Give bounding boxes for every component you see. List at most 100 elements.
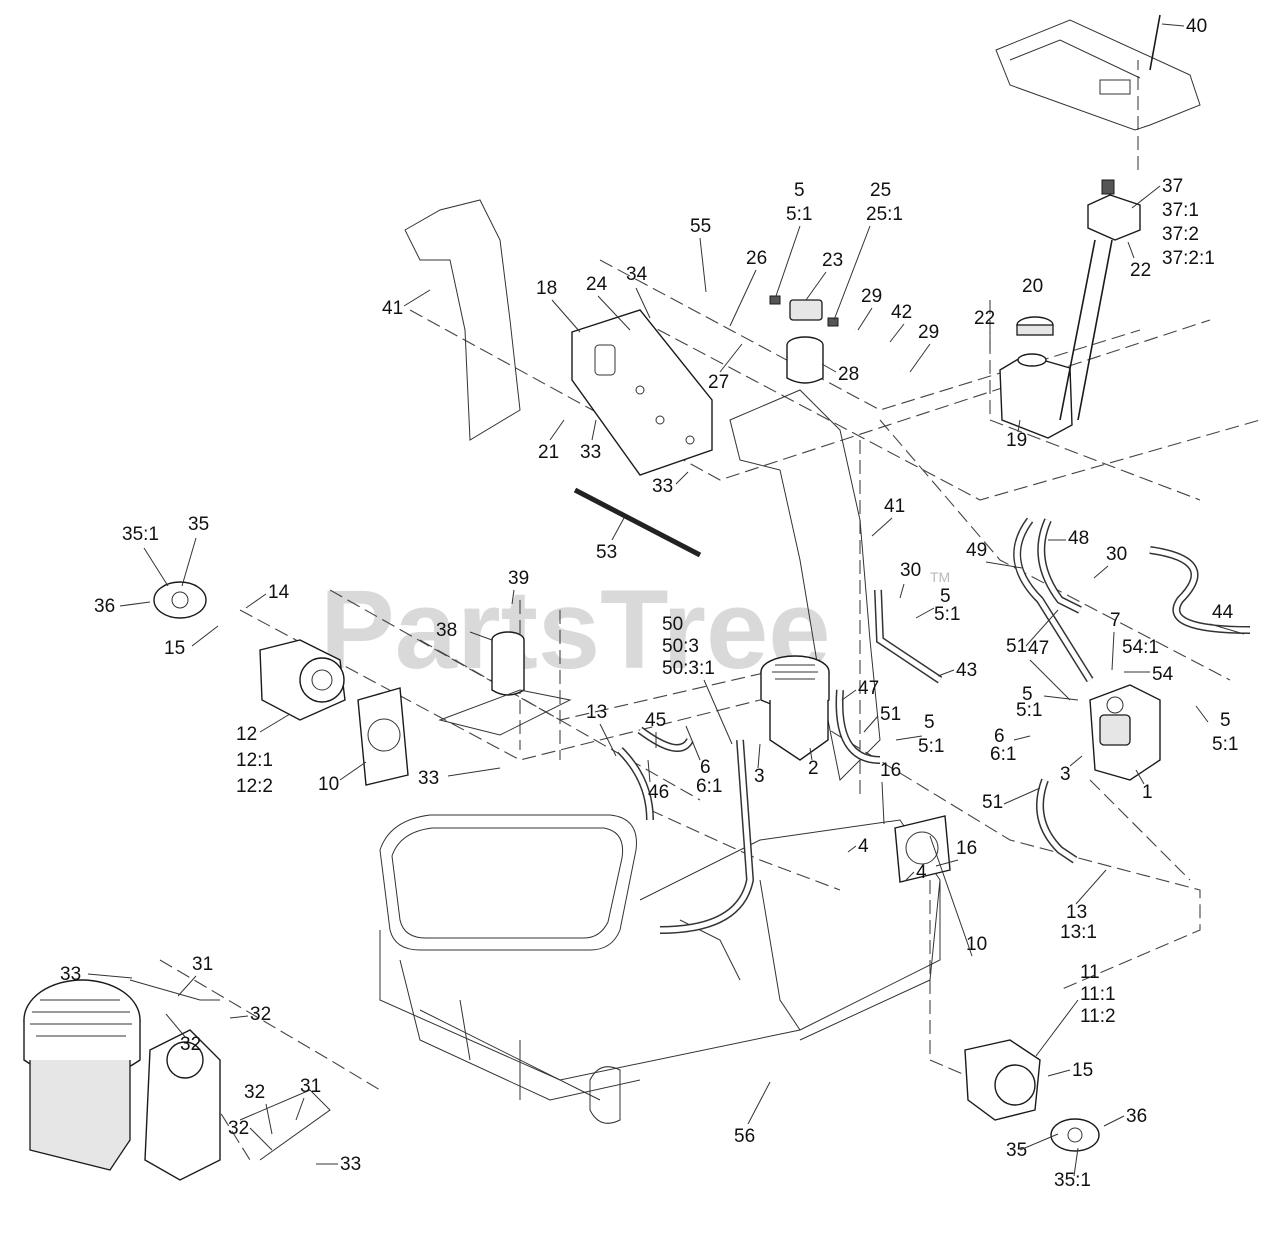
callout-32d: 32	[228, 1118, 249, 1139]
hose-47-left	[835, 689, 881, 764]
callout-31b: 31	[300, 1076, 321, 1097]
callout-41b: 41	[884, 496, 905, 517]
callout-1: 1	[1142, 782, 1153, 803]
callout-10a: 10	[318, 774, 339, 795]
callout-55: 55	[690, 216, 711, 237]
callout-labels: 40 37 37:1 37:2 37:2:1 22 20 22 19 5 5:1…	[60, 16, 1238, 1191]
watermark: PartsTree TM	[320, 567, 950, 692]
top-control-panel	[995, 14, 1201, 131]
callout-30b: 30	[900, 560, 921, 581]
reservoir-cap	[1016, 316, 1054, 336]
callout-7: 7	[1110, 610, 1121, 631]
callout-11: 11 11:1 11:2	[1080, 962, 1121, 1027]
callout-2: 2	[808, 758, 819, 779]
left-fender-panel	[404, 199, 521, 441]
wheel-motor-left	[259, 639, 346, 721]
callout-32b: 32	[180, 1034, 201, 1055]
callout-12: 12 12:1 12:2	[236, 724, 278, 797]
leader-lines	[87, 23, 1245, 1177]
hose-50	[659, 739, 755, 934]
callout-15a: 15	[164, 638, 185, 659]
motor-38	[438, 631, 572, 736]
callout-6b: 6 6:1	[696, 757, 722, 797]
callout-45: 45	[645, 710, 666, 731]
callout-33b: 33	[652, 476, 673, 497]
callout-6a: 6 6:1	[990, 726, 1016, 765]
callout-4b: 4	[916, 862, 927, 883]
hose-48-49	[1013, 517, 1094, 683]
callout-36a: 36	[94, 596, 115, 617]
callout-13a: 13	[586, 702, 607, 723]
hose-45-46	[617, 726, 694, 821]
callout-36b: 36	[1126, 1106, 1147, 1127]
callout-25: 25 25:1	[866, 180, 903, 225]
hydraulic-pump-1	[1089, 684, 1161, 781]
oil-filter	[786, 336, 824, 384]
callout-47a: 47	[1028, 638, 1049, 659]
callout-35a: 35:1	[122, 524, 159, 545]
hose-51-right	[1036, 778, 1078, 864]
callout-43: 43	[956, 660, 977, 681]
wheel-hub-right	[1050, 1118, 1100, 1152]
wheel-hub-left	[153, 581, 207, 619]
watermark-trademark: TM	[930, 569, 950, 585]
callout-28: 28	[838, 364, 859, 385]
callout-35d: 35:1	[1054, 1170, 1091, 1191]
callout-5c: 5 5:1	[1212, 710, 1238, 755]
callout-41a: 41	[382, 298, 403, 319]
callout-34: 34	[626, 264, 648, 285]
callout-49: 49	[966, 540, 987, 561]
callout-56: 56	[734, 1126, 755, 1147]
callout-51c: 51	[880, 704, 901, 725]
gasket-plate-left	[357, 687, 409, 786]
callout-21: 21	[538, 442, 559, 463]
chassis-frame	[379, 814, 941, 1124]
watermark-text: PartsTree	[320, 567, 831, 692]
callout-46: 46	[648, 782, 669, 803]
callout-14: 14	[268, 582, 290, 603]
callout-3b: 3	[754, 766, 765, 787]
callout-4a: 4	[858, 836, 869, 857]
callout-5a: 5 5:1	[786, 180, 812, 225]
callout-40: 40	[1186, 16, 1207, 37]
callout-48: 48	[1068, 528, 1089, 549]
belt-strip	[573, 487, 702, 558]
callout-37: 37 37:1 37:2 37:2:1	[1162, 176, 1215, 269]
callout-22a: 22	[1130, 260, 1151, 281]
callout-42: 42	[891, 302, 912, 323]
center-fender-panel	[729, 389, 881, 782]
callout-30a: 30	[1106, 544, 1127, 565]
callout-26: 26	[746, 248, 767, 269]
callout-33e: 33	[340, 1154, 361, 1175]
hose-42	[853, 328, 902, 370]
callout-35c: 35	[1006, 1140, 1027, 1161]
callout-13b: 13 13:1	[1060, 902, 1097, 943]
upper-reservoir	[1059, 179, 1141, 421]
callout-38: 38	[436, 620, 457, 641]
assembly-dashed-lines	[159, 60, 1261, 1161]
filter-head	[769, 295, 839, 327]
mounting-plate	[571, 309, 713, 476]
callout-33c: 33	[418, 768, 439, 789]
callout-5e: 5 5:1	[918, 712, 944, 757]
callout-15b: 15	[1072, 1060, 1093, 1081]
callout-5d: 5 5:1	[934, 586, 960, 625]
callout-29a: 29	[861, 286, 882, 307]
hose-43	[874, 589, 943, 684]
callout-16a: 16	[880, 760, 901, 781]
callout-35b: 35	[188, 514, 209, 535]
callout-33d: 33	[60, 964, 81, 985]
hose-44	[1149, 546, 1251, 634]
callout-54: 54:1 54	[1122, 637, 1174, 685]
callout-31a: 31	[192, 954, 213, 975]
callout-10b: 10	[966, 934, 987, 955]
callout-23: 23	[822, 250, 843, 271]
callout-51b: 51	[982, 792, 1003, 813]
callout-5b: 5 5:1	[1016, 684, 1042, 721]
pump-detail-inset	[23, 979, 331, 1181]
callout-22b: 22	[974, 308, 995, 329]
callout-32c: 32	[244, 1082, 265, 1103]
wheel-motor-right	[964, 1039, 1041, 1121]
hydraulic-pump-2	[760, 655, 830, 761]
